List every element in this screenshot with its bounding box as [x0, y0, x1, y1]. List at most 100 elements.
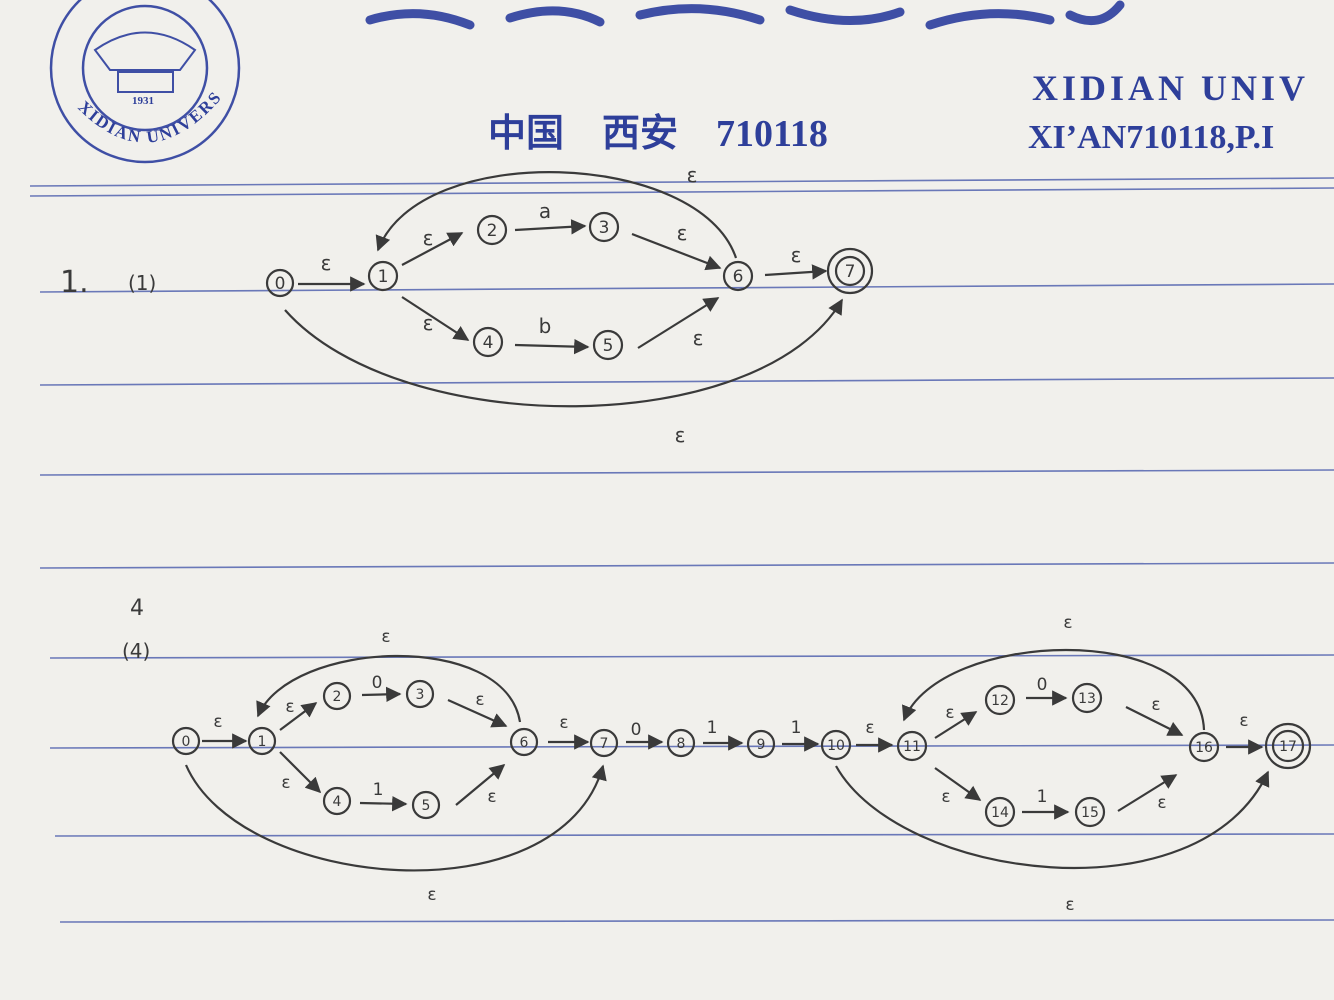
d1-node-label: 2: [487, 221, 498, 241]
d1-edge-label: ε: [321, 251, 332, 275]
d1-edges: [284, 171, 843, 408]
d2-state-6: [509, 727, 539, 757]
d1-edge-label: b: [539, 314, 552, 338]
d2-node-label: 14: [991, 805, 1009, 821]
d2-edge-label: 0: [1037, 675, 1048, 695]
problem-number: 1.: [60, 265, 89, 300]
address-en: XI’AN710118,P.I: [1028, 119, 1274, 156]
d2-node-label: 17: [1279, 739, 1297, 755]
d2-edge-label: ε: [487, 787, 496, 807]
letterhead: 1931 XIDIAN UNIVERSITY 中国 西安 710118 XIDI…: [0, 0, 1309, 164]
d2-state-2: [322, 681, 352, 711]
d1-state-3: [588, 211, 620, 243]
ruled-lines: [29, 177, 1334, 923]
d1-state-5: [592, 329, 624, 361]
d2-edges: [184, 648, 1270, 872]
d2-state-14: [984, 796, 1016, 828]
d1-edge-label: ε: [677, 221, 688, 245]
d1-state-7: [834, 255, 866, 287]
d2-nodes: [171, 679, 1312, 828]
d2-edge-label: ε: [941, 787, 950, 807]
d2-edge-label: ε: [559, 713, 568, 733]
d1-edge-label: ε: [675, 423, 686, 447]
d2-node-label: 0: [182, 734, 191, 750]
d2-state-7: [589, 728, 619, 758]
d2-state-11: [896, 730, 928, 762]
d2-state-17: [1271, 729, 1305, 763]
d2-edge-label: ε: [865, 718, 874, 738]
d2-state-1: [247, 726, 277, 756]
address-cn: 中国 西安 710118: [488, 113, 828, 155]
d1-node-labels: 0 1 2 3 4 5 6 7: [275, 218, 856, 356]
d2-edge-label: 0: [372, 673, 383, 693]
d2-node-label: 10: [827, 738, 845, 754]
d2-state-10: [820, 729, 852, 761]
d2-edge-label: 1: [373, 780, 384, 800]
d2-node-labels: 0 1 2 3 6 7 8 9 10 11 12 13 16 17 4 5 14…: [182, 687, 1297, 821]
d2-edge-label: ε: [427, 885, 436, 905]
university-seal: 1931 XIDIAN UNIVERSITY: [0, 0, 241, 164]
d1-state-7-accept-outer: [826, 247, 874, 295]
nfa-diagram-2: [171, 648, 1312, 872]
d2-edge-label: 1: [707, 718, 718, 738]
d2-node-label: 12: [991, 693, 1009, 709]
d2-edge-label: ε: [213, 712, 222, 732]
d2-state-4: [322, 786, 352, 816]
d1-edge-label: ε: [693, 326, 704, 350]
d2-node-label: 2: [333, 689, 342, 705]
seal-year: 1931: [132, 95, 154, 107]
d2-node-label: 7: [600, 736, 609, 752]
d2-state-17-accept-outer: [1264, 722, 1312, 770]
d1-node-label: 1: [378, 267, 389, 287]
university-name-en: XIDIAN UNIV: [1032, 68, 1309, 108]
d2-state-5: [411, 790, 441, 820]
d2-edge-labels: ε ε 0 ε ε ε ε 1 ε ε 0 1 1 ε ε 0 ε ε ε ε …: [213, 613, 1248, 915]
d2-edge-label: 1: [791, 718, 802, 738]
d1-node-label: 4: [483, 333, 494, 353]
d2-state-13: [1071, 682, 1103, 714]
d2-node-label: 9: [757, 737, 766, 753]
d1-state-2: [476, 214, 508, 246]
d2-node-label: 16: [1195, 740, 1213, 756]
d1-edge-label: ε: [423, 311, 434, 335]
d2-state-0: [171, 726, 201, 756]
d2-state-9: [746, 729, 776, 759]
d2-state-3: [405, 679, 435, 709]
seal-name: XIDIAN UNIVERSITY: [0, 0, 224, 147]
d2-node-label: 13: [1078, 691, 1096, 707]
svg-text:XIDIAN UNIVERSITY: XIDIAN UNIVERSITY: [0, 0, 226, 147]
d1-node-label: 0: [275, 274, 286, 294]
d2-node-label: 1: [258, 734, 267, 750]
d1-node-label: 3: [599, 218, 610, 238]
d1-state-0: [265, 268, 295, 298]
d1-edge-label: ε: [791, 243, 802, 267]
d1-node-label: 6: [733, 267, 744, 287]
d2-edge-label: 0: [631, 720, 642, 740]
d2-edge-label: ε: [1151, 695, 1160, 715]
nfa-diagram-1: [265, 171, 874, 408]
d1-state-6: [722, 260, 754, 292]
d2-edge-label: 1: [1037, 787, 1048, 807]
d2-node-label: 6: [520, 735, 529, 751]
d2-node-label: 4: [333, 794, 342, 810]
d2-node-label: 8: [677, 736, 686, 752]
d2-state-16: [1188, 731, 1220, 763]
d1-nodes: [265, 211, 874, 361]
part-label-1: (1): [128, 271, 156, 295]
d2-edge-label: ε: [285, 697, 294, 717]
part-label-2-number: 4: [130, 596, 144, 621]
d2-state-8: [666, 728, 696, 758]
d2-node-label: 11: [903, 739, 921, 755]
d2-edge-label: ε: [945, 703, 954, 723]
d1-node-label: 7: [845, 262, 856, 282]
d1-state-1: [367, 260, 399, 292]
d2-edge-label: ε: [1157, 793, 1166, 813]
part-label-2: (4): [122, 639, 150, 663]
d2-edge-label: ε: [281, 773, 290, 793]
d2-state-12: [984, 684, 1016, 716]
d2-edge-label: ε: [475, 690, 484, 710]
d2-node-label: 5: [422, 798, 431, 814]
d1-state-4: [472, 326, 504, 358]
d2-edge-label: ε: [1239, 711, 1248, 731]
